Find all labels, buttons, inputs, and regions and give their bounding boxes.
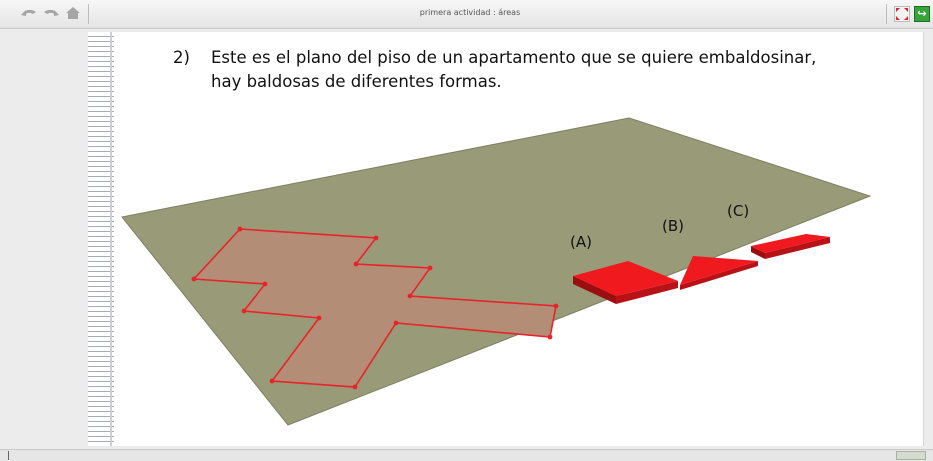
redo-arrow-icon[interactable]: [42, 5, 60, 21]
activity-instruction: 2) Este es el plano del piso de un aparta…: [173, 46, 831, 94]
window-title: primera actividad : áreas: [419, 8, 521, 17]
plan-vertex[interactable]: [262, 281, 268, 287]
status-indicator: [896, 451, 926, 460]
plan-vertex[interactable]: [553, 303, 559, 309]
plan-vertex[interactable]: [393, 320, 399, 326]
fullscreen-toggle-icon[interactable]: [894, 6, 910, 22]
plan-vertex[interactable]: [237, 226, 243, 232]
toolbar-separator: [88, 4, 89, 24]
plan-vertex[interactable]: [352, 384, 358, 390]
plan-vertex[interactable]: [427, 265, 433, 271]
nav-buttons: [20, 5, 82, 21]
undo-arrow-icon[interactable]: [20, 5, 38, 21]
tile-c-label: (C): [727, 202, 749, 220]
notebook-spiral: [88, 32, 114, 446]
tile-a[interactable]: [573, 261, 678, 304]
plan-vertex[interactable]: [373, 235, 379, 241]
status-bar-marker: [8, 451, 9, 460]
plan-vertex[interactable]: [547, 334, 553, 340]
toolbar-separator-right: [886, 4, 887, 24]
plan-vertex[interactable]: [191, 276, 197, 282]
tile-b[interactable]: [680, 256, 758, 290]
exit-icon[interactable]: ↪: [914, 6, 930, 22]
notebook-rail: [110, 32, 112, 446]
home-icon[interactable]: [64, 5, 82, 21]
plan-vertex[interactable]: [316, 315, 322, 321]
plan-vertex[interactable]: [269, 378, 275, 384]
plan-vertex[interactable]: [407, 293, 413, 299]
activity-number: 2): [173, 48, 190, 67]
tile-b-label: (B): [662, 217, 684, 235]
tile-a-label: (A): [570, 233, 592, 251]
tile-c[interactable]: [751, 234, 830, 259]
instruction-text: Este es el plano del piso de un apartame…: [211, 48, 817, 91]
plan-vertex[interactable]: [353, 261, 359, 267]
floor-plan-vertices: [191, 226, 559, 390]
plan-vertex[interactable]: [241, 308, 247, 314]
status-bar: [0, 449, 933, 461]
title-bar: primera actividad : áreas ↪: [0, 0, 933, 29]
